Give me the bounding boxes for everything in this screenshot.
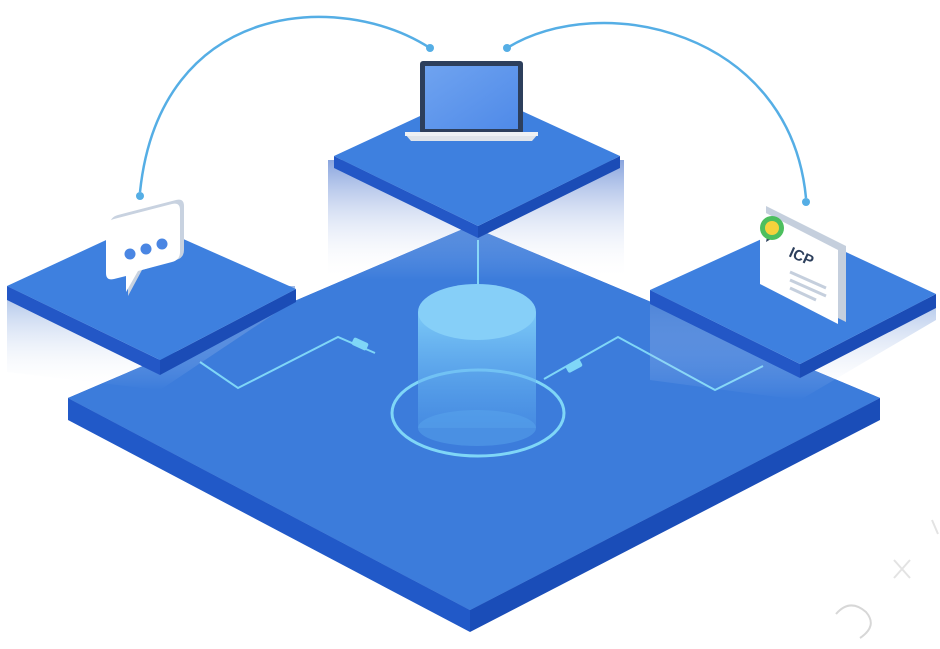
chat-bubble-icon	[106, 199, 184, 296]
database-cylinder-icon	[390, 284, 566, 458]
arc-endpoint	[426, 44, 434, 52]
arc-laptop-certificate	[506, 21, 808, 199]
arc-endpoint	[802, 198, 810, 206]
laptop-icon	[405, 61, 538, 141]
arc-connections	[136, 15, 810, 206]
arc-laptop-chat	[138, 15, 431, 193]
left-platform	[7, 222, 296, 390]
certificate-icon: ICP	[760, 206, 846, 324]
center-platform	[328, 90, 624, 280]
arc-endpoint	[503, 44, 511, 52]
watermark	[835, 519, 939, 639]
circuit-connector-right	[565, 359, 583, 373]
arc-endpoint	[136, 192, 144, 200]
circuit-connector-left	[351, 337, 369, 351]
